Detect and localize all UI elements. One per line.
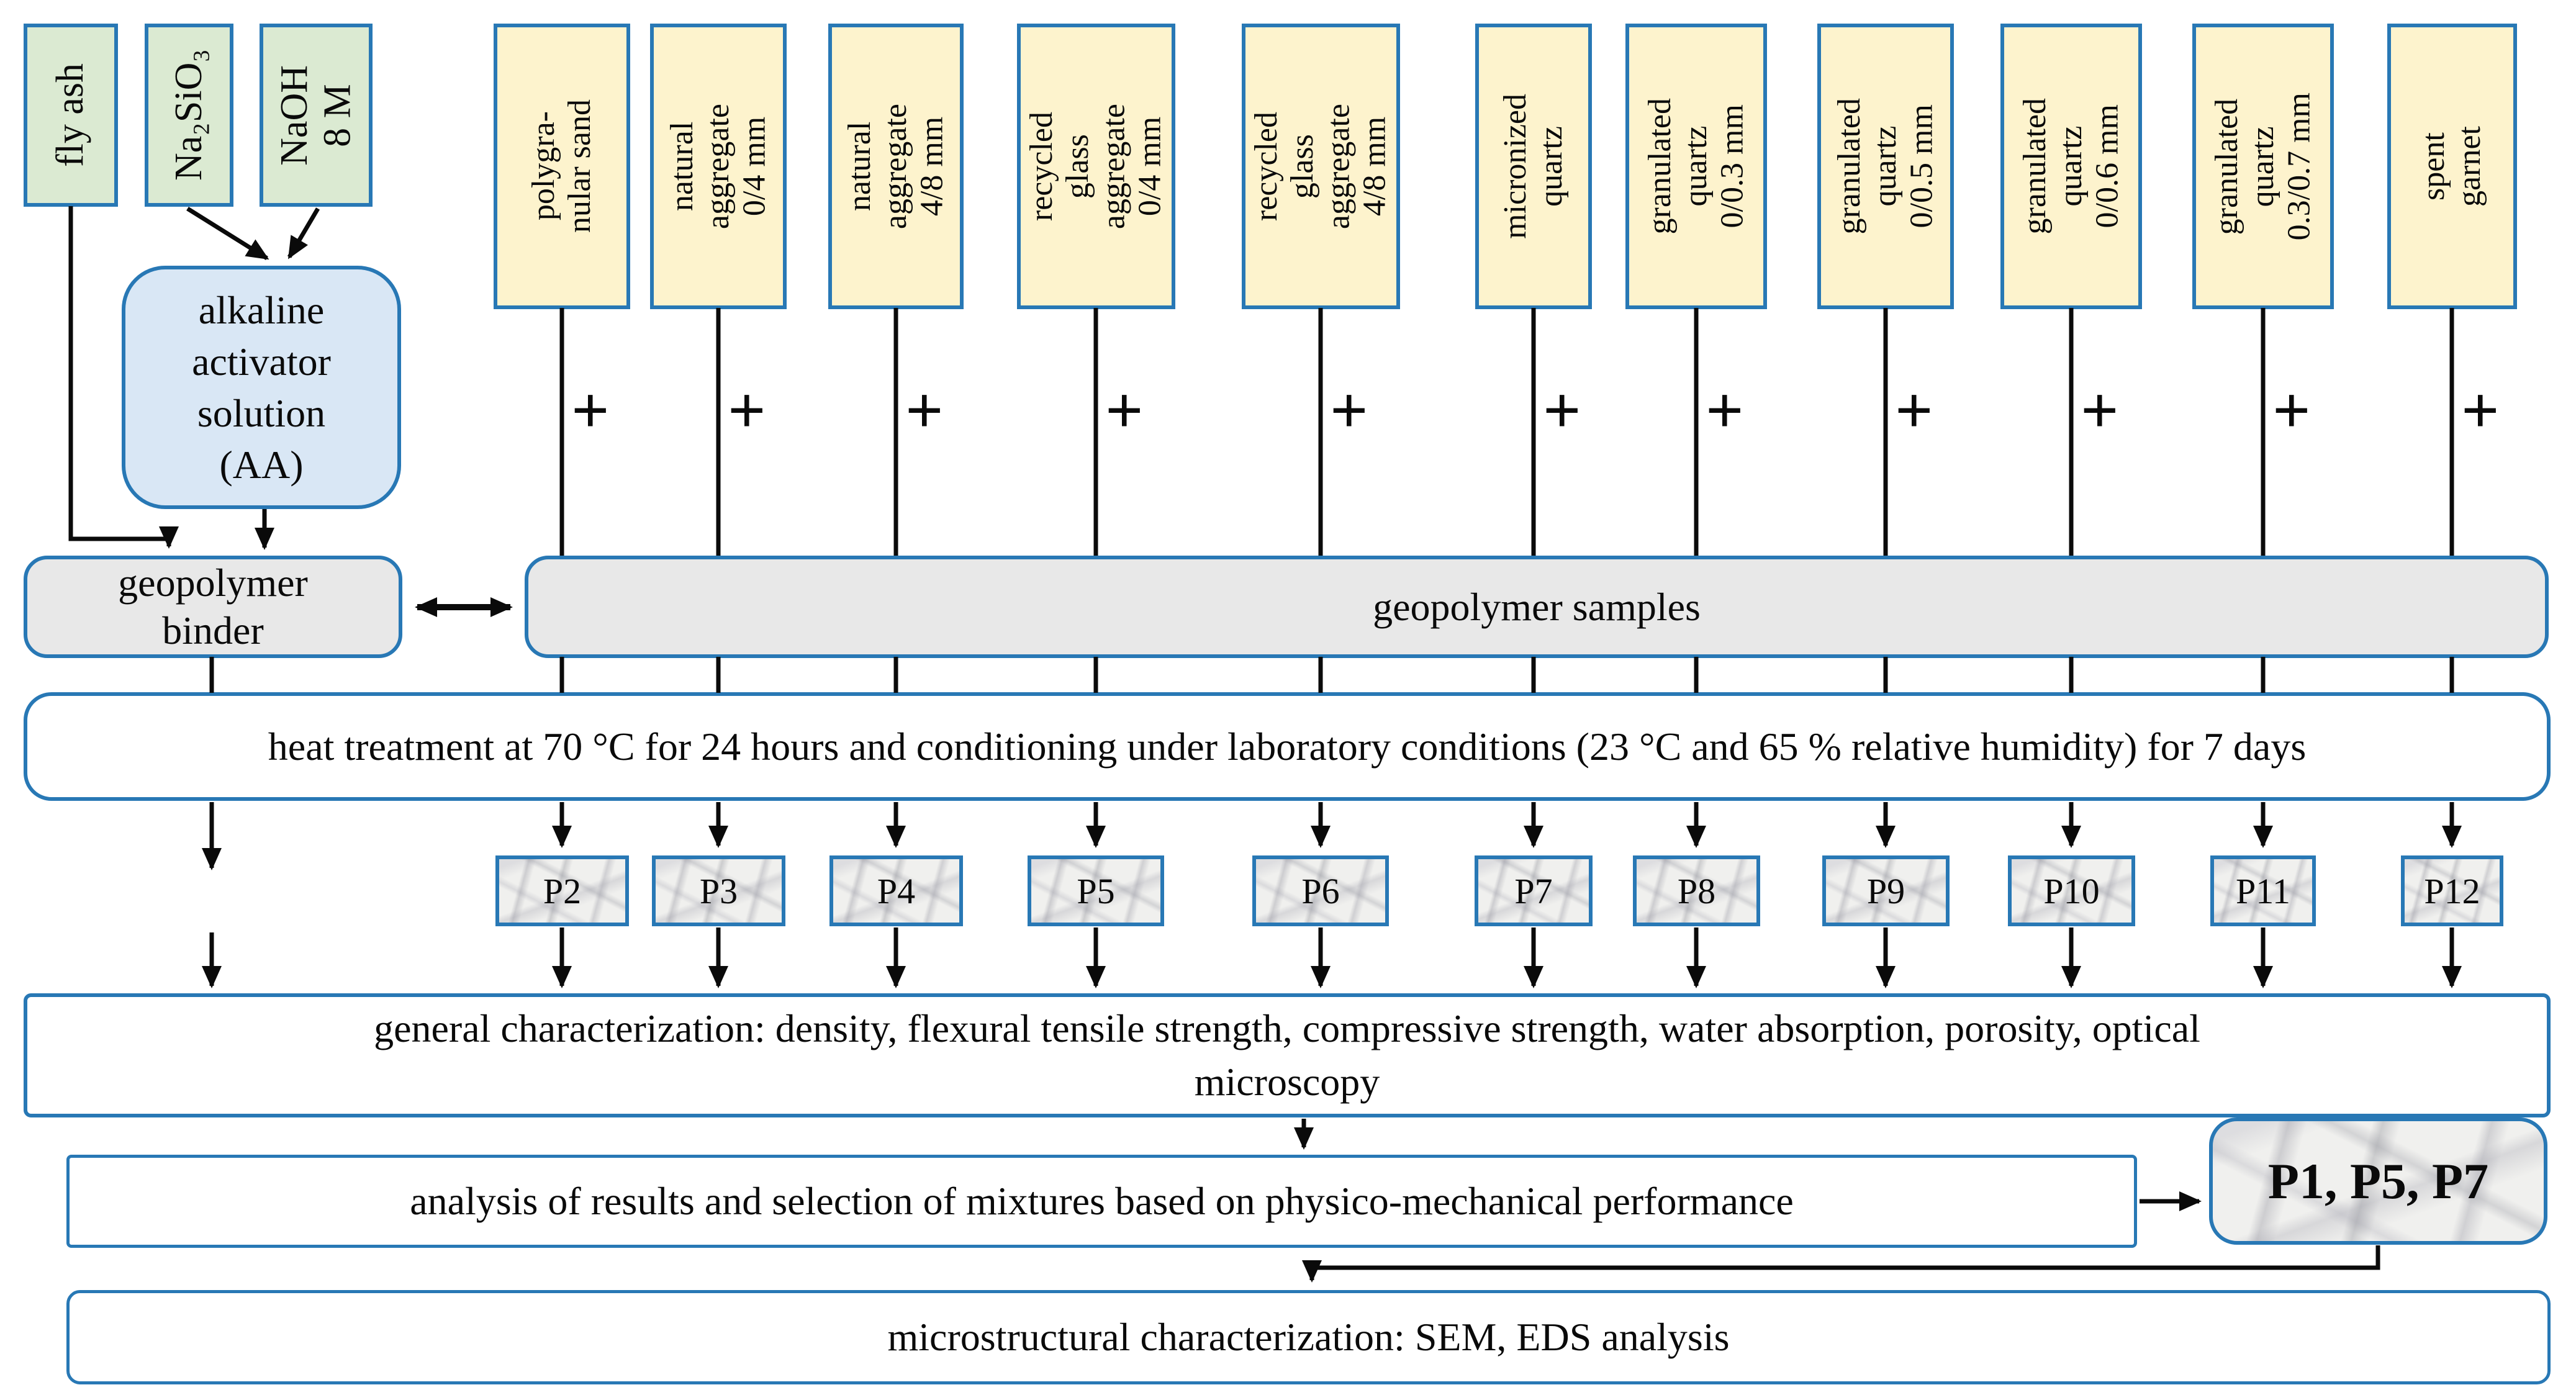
aggregate-label: granulated quartz 0.3/0.7 mm [2208, 92, 2317, 241]
aggregate-box-natural-4-8: natural aggregate 4/8 mm [828, 24, 964, 309]
sample-box-p10: P10 [2008, 855, 2135, 926]
plus-icon: + [2461, 374, 2500, 448]
sample-box-p6: P6 [1252, 855, 1389, 926]
plus-icon: + [728, 374, 766, 448]
plus-icon: + [1330, 374, 1368, 448]
aggregate-box-granulated-quartz-0-03: granulated quartz 0/0.3 mm [1625, 24, 1767, 309]
sample-box-p2: P2 [495, 855, 629, 926]
selected-samples-label: P1, P5, P7 [2267, 1152, 2489, 1209]
alkaline-activator-box: alkaline activator solution (AA) [122, 266, 401, 509]
aggregate-label: natural aggregate 0/4 mm [664, 103, 772, 230]
aggregate-box-recycled-glass-4-8: recycled glass aggregate 4/8 mm [1242, 24, 1400, 309]
general-characterization-box: general characterization: density, flexu… [24, 993, 2551, 1117]
plus-icon: + [905, 374, 944, 448]
aggregate-label: spent garnet [2416, 126, 2488, 207]
sample-label: P4 [877, 870, 916, 911]
sample-label: P2 [543, 870, 582, 911]
aggregate-box-micronized-quartz: micronized quartz [1475, 24, 1592, 309]
aggregate-box-granulated-quartz-0-06: granulated quartz 0/0.6 mm [2000, 24, 2142, 309]
sample-box-p11: P11 [2210, 855, 2316, 926]
aggregate-box-granulated-quartz-0-05: granulated quartz 0/0.5 mm [1817, 24, 1954, 309]
heat-treatment-box: heat treatment at 70 °C for 24 hours and… [24, 692, 2551, 801]
geopolymer-binder-label: geopolymer binder [118, 560, 308, 652]
aggregate-label: granulated quartz 0/0.5 mm [1831, 98, 1940, 235]
arrow-selected-to-microstructural [1302, 1245, 2380, 1283]
sample-label: P8 [1677, 870, 1716, 911]
sample-label: P9 [1866, 870, 1905, 911]
sample-label: P10 [2043, 870, 2100, 911]
selected-samples-box: P1, P5, P7 [2209, 1117, 2547, 1245]
sample-label: P6 [1301, 870, 1340, 911]
sample-label: P3 [699, 870, 738, 911]
sample-box-p7: P7 [1475, 855, 1593, 926]
sample-label: P11 [2235, 870, 2291, 911]
microstructural-label: microstructural characterization: SEM, E… [887, 1315, 1730, 1359]
geopolymer-samples-box: geopolymer samples [525, 556, 2549, 658]
plus-icon: + [571, 374, 610, 448]
analysis-label: analysis of results and selection of mix… [410, 1179, 1794, 1223]
heat-treatment-label: heat treatment at 70 °C for 24 hours and… [268, 724, 2307, 769]
fly-ash-box: fly ash [24, 24, 118, 207]
plus-icon: + [1105, 374, 1144, 448]
sodium-silicate-label: Na₂SiO₃ [167, 49, 210, 181]
analysis-box: analysis of results and selection of mix… [66, 1155, 2137, 1248]
arrow-silicate-to-aa [186, 207, 269, 260]
plus-icon: + [1706, 374, 1744, 448]
aggregate-label: recycled glass aggregate 0/4 mm [1024, 103, 1168, 230]
aggregate-label: natural aggregate 4/8 mm [841, 103, 950, 230]
arrow-naoh-to-aa [287, 207, 320, 259]
aggregate-label: micronized quartz [1497, 94, 1569, 239]
sample-box-p3: P3 [652, 855, 785, 926]
alkaline-activator-label: alkaline activator solution (AA) [192, 287, 331, 487]
aggregate-label: polygra- nular sand [525, 99, 597, 233]
aggregate-box-spent-garnet: spent garnet [2387, 24, 2517, 309]
plus-icon: + [1543, 374, 1581, 448]
geopolymer-binder-box: geopolymer binder [24, 556, 402, 658]
aggregate-box-recycled-glass-0-4: recycled glass aggregate 0/4 mm [1017, 24, 1175, 309]
sample-box-p12: P12 [2401, 855, 2503, 926]
sample-label: P5 [1077, 870, 1115, 911]
sodium-hydroxide-label: NaOH 8 M [273, 65, 358, 166]
sample-label: P7 [1514, 870, 1553, 911]
sample-box-p8: P8 [1633, 855, 1760, 926]
sodium-silicate-box: Na₂SiO₃ [145, 24, 233, 207]
sodium-hydroxide-box: NaOH 8 M [260, 24, 373, 207]
aggregate-box-granulated-quartz-03-07: granulated quartz 0.3/0.7 mm [2192, 24, 2334, 309]
aggregate-label: granulated quartz 0/0.6 mm [2017, 98, 2125, 235]
fly-ash-label: fly ash [49, 63, 92, 168]
sample-box-p5: P5 [1028, 855, 1164, 926]
plus-icon: + [2081, 374, 2119, 448]
sample-label: P12 [2424, 870, 2480, 911]
general-characterization-label: general characterization: density, flexu… [374, 1006, 2200, 1104]
sample-box-p4: P4 [829, 855, 963, 926]
aggregate-label: recycled glass aggregate 4/8 mm [1249, 103, 1393, 230]
aggregate-label: granulated quartz 0/0.3 mm [1642, 98, 1750, 235]
aggregate-box-polygranular-sand: polygra- nular sand [494, 24, 630, 309]
sample-box-p9: P9 [1822, 855, 1950, 926]
geopolymer-samples-label: geopolymer samples [1373, 584, 1701, 629]
microstructural-box: microstructural characterization: SEM, E… [66, 1290, 2551, 1384]
plus-icon: + [2272, 374, 2311, 448]
plus-icon: + [1895, 374, 1933, 448]
aggregate-box-natural-0-4: natural aggregate 0/4 mm [650, 24, 787, 309]
